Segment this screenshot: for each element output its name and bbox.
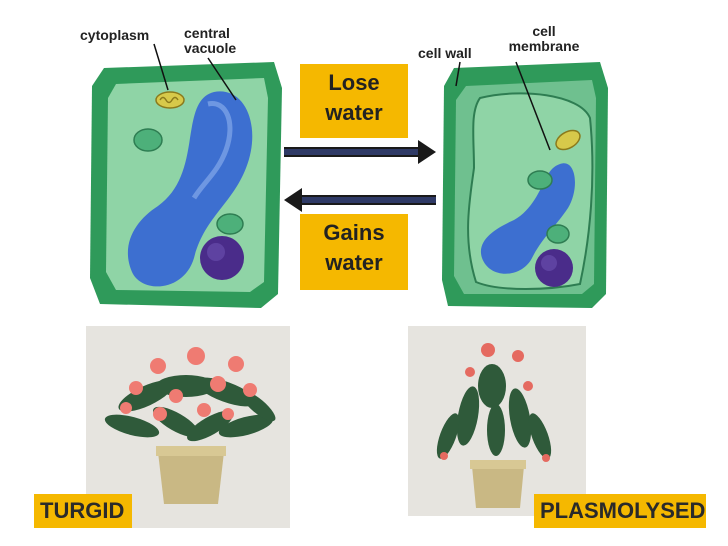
turgid-state-label: TURGID [34,494,132,528]
plasmolysed-mitochondrion [555,129,581,151]
label-cell-wall: cell wall [418,45,472,61]
label-cytoplasm: cytoplasm [80,27,150,43]
plasmolysed-state-label: PLASMOLYSED [534,494,706,528]
plasmolysed-cell-diagram [442,62,608,308]
gains-water-arrow [284,188,436,212]
turgid-mitochondrion [155,91,185,109]
plasmolysed-membrane [467,92,594,290]
lose-water-arrow [284,140,436,164]
turgid-chloroplast-1 [133,128,163,152]
plasmolysed-chloroplast-1 [527,170,553,190]
label-cell-membrane: cell membrane [508,23,580,54]
plasmolysed-chloroplast-2 [546,224,570,244]
plasmolysed-plant-photo [408,326,586,516]
turgid-chloroplast-2 [216,213,244,235]
turgid-cell-diagram [90,62,282,308]
turgid-central-vacuole [127,91,253,287]
label-central-vacuole: central vacuole [184,25,237,56]
leader-lines-right [455,61,551,151]
leader-lines-left [153,43,237,101]
plasmolysed-vacuole [480,163,575,274]
turgid-vacuole-highlight [191,101,233,200]
